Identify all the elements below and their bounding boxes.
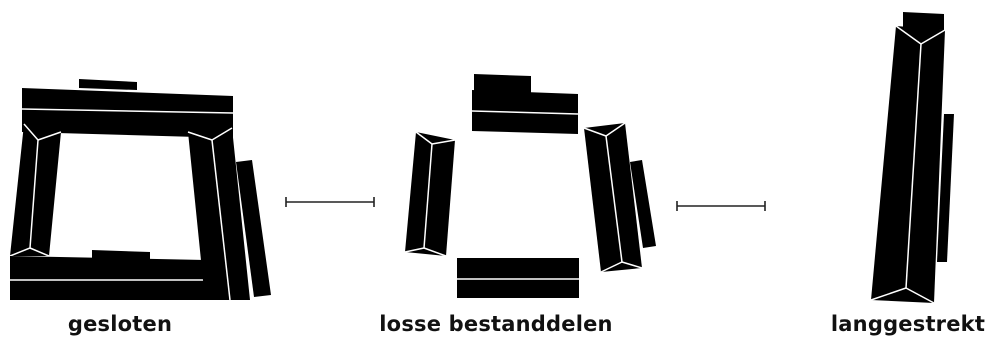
block-left-post xyxy=(404,131,456,257)
block-right-post xyxy=(583,122,643,273)
block-right-strip xyxy=(236,160,271,297)
stretched-block xyxy=(870,12,954,304)
block-top-tab xyxy=(474,74,531,94)
block-top-beam xyxy=(471,90,579,134)
connector-1 xyxy=(285,197,375,207)
block-top-beam xyxy=(21,88,234,138)
caption-stretched: langgestrekt xyxy=(830,312,986,336)
block-top-tab xyxy=(903,12,944,30)
block-top-tab xyxy=(79,79,137,90)
block-left-post xyxy=(9,123,62,257)
caption-closed: gesloten xyxy=(67,312,173,336)
block-bottom-tab xyxy=(92,250,150,260)
closed-frame xyxy=(9,79,271,301)
block-right-strip xyxy=(630,160,656,248)
block-right-post xyxy=(187,127,250,301)
block-bottom-beam xyxy=(10,256,205,300)
connector-2 xyxy=(676,201,766,211)
block-right-strip xyxy=(937,114,954,262)
block-long-column xyxy=(870,25,946,304)
caption-loose-parts: losse bestanddelen xyxy=(379,312,613,336)
loose-parts xyxy=(404,74,656,298)
block-bottom-beam xyxy=(457,258,579,298)
